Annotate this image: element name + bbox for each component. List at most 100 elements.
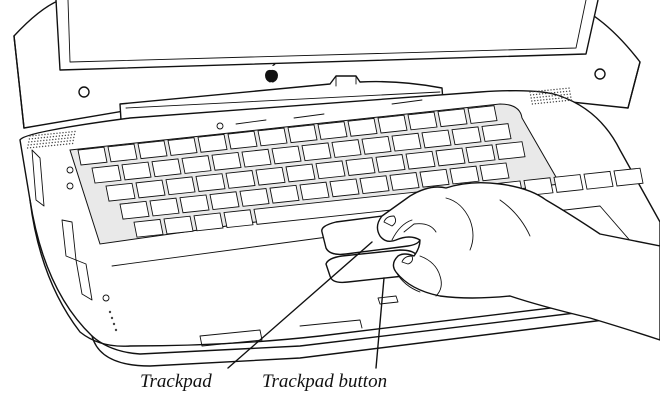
grille-hole bbox=[73, 136, 75, 139]
grille-hole bbox=[61, 138, 63, 140]
grille-hole bbox=[71, 131, 73, 133]
grille-hole bbox=[534, 103, 537, 105]
keyboard-key bbox=[347, 117, 378, 137]
keyboard-key bbox=[315, 160, 346, 180]
grille-hole bbox=[555, 97, 557, 100]
keyboard-key bbox=[329, 178, 360, 198]
grille-hole bbox=[53, 144, 56, 146]
grille-hole bbox=[537, 99, 539, 102]
keyboard-key bbox=[193, 212, 224, 232]
grille-hole bbox=[570, 96, 572, 98]
grille-hole bbox=[531, 100, 533, 102]
display-lid bbox=[13, 0, 641, 129]
grille-hole bbox=[540, 102, 543, 104]
grille-hole bbox=[535, 93, 538, 96]
keyboard-key bbox=[271, 145, 302, 165]
keyboard-key bbox=[449, 165, 480, 185]
grille-hole bbox=[549, 101, 552, 103]
grille-hole bbox=[35, 146, 38, 148]
grille-hole bbox=[55, 135, 58, 137]
grille-hole bbox=[28, 138, 31, 140]
grille-hole bbox=[546, 101, 549, 104]
keyboard-key bbox=[257, 127, 288, 147]
grille-hole bbox=[59, 144, 62, 146]
grille-hole bbox=[44, 145, 47, 147]
power-button bbox=[216, 122, 224, 130]
keyboard-key bbox=[255, 166, 286, 186]
grille-hole bbox=[563, 94, 565, 96]
grille-hole bbox=[65, 131, 67, 134]
grille-hole bbox=[38, 146, 41, 148]
grille-hole bbox=[532, 94, 535, 96]
grille-hole bbox=[29, 147, 32, 149]
grille-hole bbox=[546, 98, 548, 101]
speaker-grille-right bbox=[529, 87, 573, 105]
grille-hole bbox=[39, 143, 41, 145]
grille-hole bbox=[545, 95, 547, 98]
grille-hole bbox=[46, 139, 48, 141]
grille-hole bbox=[44, 133, 46, 136]
grille-hole bbox=[549, 98, 551, 100]
grille-hole bbox=[67, 137, 69, 139]
grille-hole bbox=[541, 93, 544, 95]
grille-hole bbox=[46, 136, 49, 138]
grille-hole bbox=[570, 99, 573, 101]
grille-hole bbox=[31, 141, 33, 143]
grille-hole bbox=[542, 96, 544, 98]
grille-hole bbox=[41, 134, 43, 136]
grille-hole bbox=[543, 99, 545, 101]
keyboard-key bbox=[223, 209, 254, 229]
grille-hole bbox=[566, 93, 568, 96]
grille-hole bbox=[47, 133, 49, 135]
grille-hole bbox=[56, 144, 59, 146]
keyboard-key bbox=[405, 150, 436, 170]
grille-hole bbox=[64, 134, 67, 137]
grille-hole bbox=[64, 137, 66, 140]
grille-hole bbox=[62, 132, 64, 134]
grille-hole bbox=[28, 141, 30, 143]
keyboard-key bbox=[465, 144, 496, 164]
grille-hole bbox=[540, 99, 542, 101]
keyboard-key bbox=[317, 121, 348, 140]
keyboard-key bbox=[119, 200, 150, 220]
grille-hole bbox=[544, 89, 546, 92]
keyboard-key bbox=[437, 108, 468, 128]
grille-hole bbox=[553, 88, 555, 91]
grille-hole bbox=[57, 141, 59, 143]
grille-hole bbox=[550, 89, 552, 91]
keyboard-key bbox=[359, 175, 390, 195]
grille-hole bbox=[33, 143, 35, 146]
grille-hole bbox=[533, 97, 535, 99]
grille-hole bbox=[554, 94, 556, 97]
trackpad-label: Trackpad bbox=[140, 371, 212, 392]
grille-hole bbox=[548, 95, 550, 97]
grille-hole bbox=[74, 130, 76, 133]
grille-hole bbox=[539, 96, 541, 98]
grille-hole bbox=[40, 137, 43, 139]
grille-hole bbox=[29, 135, 31, 137]
grille-hole bbox=[62, 143, 65, 146]
keyboard-key bbox=[77, 146, 108, 166]
keyboard-key bbox=[553, 174, 584, 193]
grille-hole bbox=[556, 88, 558, 91]
keyboard-key bbox=[331, 139, 362, 158]
grille-hole bbox=[60, 141, 62, 143]
keyboard-key bbox=[419, 168, 450, 188]
grille-hole bbox=[41, 145, 44, 148]
trackpad-button-callout-line bbox=[375, 277, 385, 369]
grille-hole bbox=[558, 100, 561, 103]
grille-hole bbox=[558, 97, 560, 100]
grille-hole bbox=[58, 138, 60, 140]
grille-hole bbox=[37, 137, 40, 139]
grille-hole bbox=[34, 140, 36, 143]
keyboard-key bbox=[133, 218, 164, 238]
grille-hole bbox=[536, 96, 538, 99]
keyboard-key bbox=[179, 194, 210, 214]
grille-hole bbox=[552, 101, 555, 103]
keyboard-key bbox=[211, 151, 242, 171]
grille-hole bbox=[66, 140, 68, 142]
grille-hole bbox=[35, 134, 37, 137]
keyboard-key bbox=[451, 126, 482, 146]
trackpad-button-label: Trackpad button bbox=[262, 371, 388, 392]
